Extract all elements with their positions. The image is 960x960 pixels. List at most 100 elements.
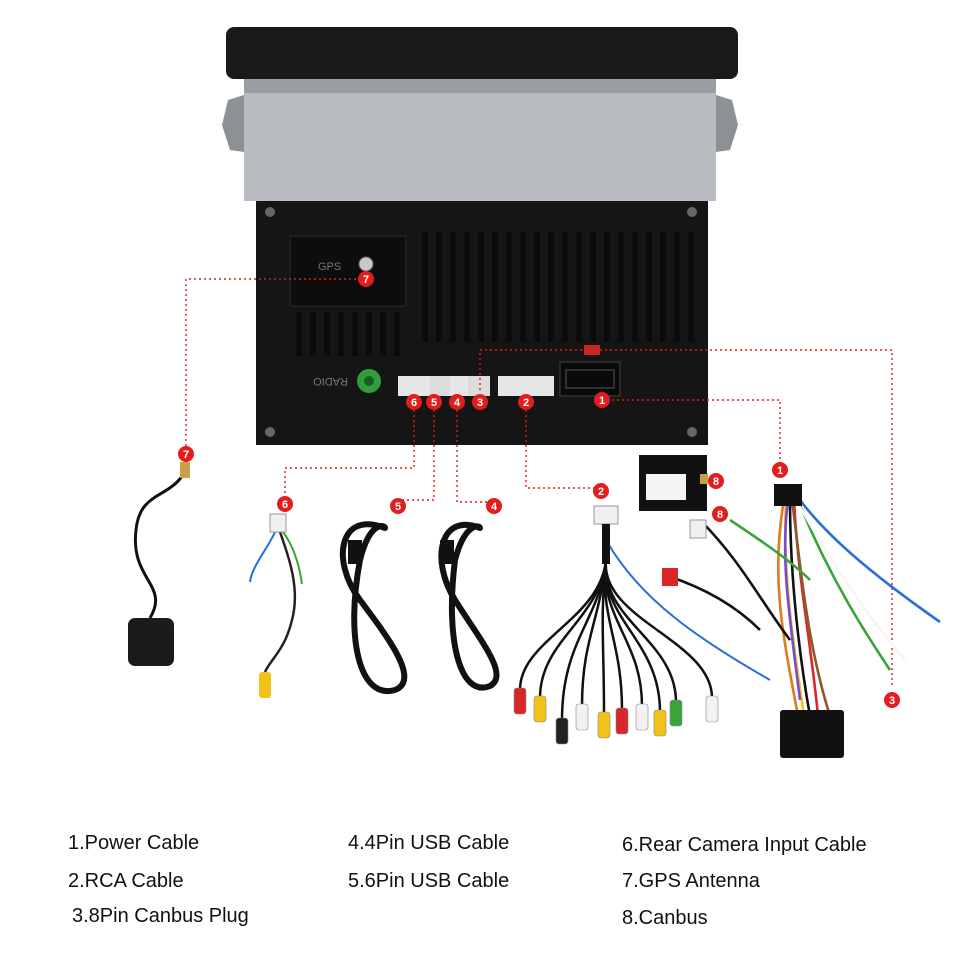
rca-plug [598,712,610,738]
callout-number: 7 [183,449,189,461]
fin [506,232,512,342]
connector-6 [398,376,430,396]
usb-4pin-plug [440,540,454,564]
fin [674,232,680,342]
legend-item-6: 6.Rear Camera Input Cable [622,834,867,857]
rear-camera-cable [250,514,302,698]
fin [464,232,470,342]
callout-badge-2: 2 [518,394,534,410]
rca-plug [706,696,718,722]
connector-2 [498,376,554,396]
head-unit: GPS RADIO [222,27,738,445]
callout-badge-3: 3 [472,394,488,410]
legend-item-3: 3.8Pin Canbus Plug [72,905,249,928]
power-wire [700,520,790,640]
rca-plug [654,710,666,736]
fin [604,232,610,342]
canbus-rca-plug [690,520,706,538]
rca-wire [540,560,606,698]
legend-item-2: 2.RCA Cable [68,870,184,893]
callout-number: 3 [889,695,895,707]
callout-badge-4: 4 [449,394,465,410]
fin [632,232,638,342]
rca-cable-harness [514,506,770,744]
canbus-label [646,474,686,500]
radio-port-label: RADIO [313,375,348,387]
callout-number: 8 [717,509,723,521]
connector-1 [560,362,620,396]
fin [492,232,498,342]
power-plug-top [774,484,802,506]
callout-badge-5: 5 [426,394,442,410]
gps-port-label: GPS [318,261,341,273]
left-bracket [222,95,244,152]
callout-badge-7: 7 [178,446,194,462]
fin [296,312,302,356]
fin [394,312,400,356]
unit-chassis-shade [244,79,716,93]
unit-top-cap [226,27,738,79]
gps-antenna-connector [180,462,190,478]
callout-badge-8: 8 [708,473,724,489]
gps-module-box [290,236,406,306]
power-wire [796,500,905,660]
callout-number: 5 [431,397,437,409]
fin [478,232,484,342]
connector-5 [430,376,450,396]
canbus-connector [700,474,708,484]
fin [310,312,316,356]
callout-badge-2: 2 [593,483,609,499]
fin [660,232,666,342]
rca-plug [670,700,682,726]
amp-rca-plug [662,568,678,586]
rear-camera-wire-blue [250,532,275,582]
usb-6pin-plug [348,540,362,564]
callout-badge-3: 3 [884,692,900,708]
power-wire [800,500,940,622]
callout-badge-6: 6 [406,394,422,410]
fin [520,232,526,342]
callout-number: 1 [599,395,605,407]
fin [562,232,568,342]
power-plug-iso [780,710,844,758]
callout-number: 5 [395,501,401,513]
gps-antenna-puck [128,618,174,666]
callout-number: 2 [523,397,529,409]
fin [590,232,596,342]
rca-plug [616,708,628,734]
callout-number: 4 [454,397,461,409]
callout-number: 2 [598,486,604,498]
fin [534,232,540,342]
callout-number: 1 [777,465,783,477]
unit-chassis [244,79,716,201]
power-cable-harness [662,484,940,758]
legend-item-8: 8.Canbus [622,907,708,930]
fin [548,232,554,342]
callout-badge-6: 6 [277,496,293,512]
screw-icon [687,427,697,437]
fin [380,312,386,356]
screw-icon [265,427,275,437]
rca-plug [636,704,648,730]
fin [646,232,652,342]
fin [324,312,330,356]
callout-number: 6 [282,499,288,511]
fin [688,232,694,342]
callout-number: 6 [411,397,417,409]
callout-badge-5: 5 [390,498,406,514]
power-wire [668,576,760,630]
gps-port [359,257,373,271]
callout-badge-7: 7 [358,271,374,287]
screw-icon [265,207,275,217]
fin [352,312,358,356]
callout-badge-8: 8 [712,506,728,522]
rca-plug [556,718,568,744]
connector-4 [450,376,468,396]
legend-item-4: 4.4Pin USB Cable [348,832,509,855]
callout-number: 3 [477,397,483,409]
rca-plug-connector [594,506,618,524]
rca-plug [576,704,588,730]
callout-number: 8 [713,476,719,488]
rear-camera-wire-black [265,532,295,672]
connector-3 [468,376,490,396]
